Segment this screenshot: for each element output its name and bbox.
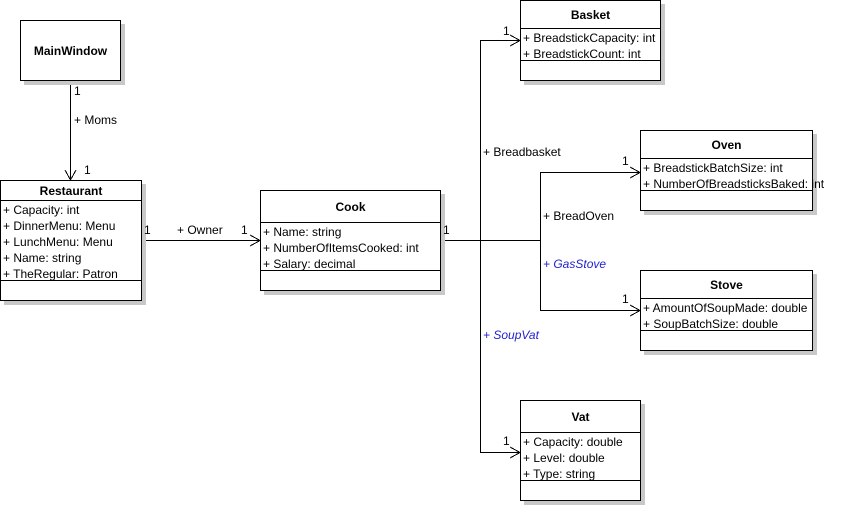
- breadbasket-target-multiplicity: 1: [503, 24, 510, 38]
- owner-target-multiplicity: 1: [241, 223, 248, 237]
- attribute: + Salary: decimal: [263, 257, 356, 271]
- class-basket[interactable]: Basket + BreadstickCapacity: int + Bread…: [520, 0, 661, 81]
- owner-source-multiplicity: 1: [144, 223, 151, 237]
- attribute: + Name: string: [3, 251, 82, 265]
- moms-role-label[interactable]: + Moms: [74, 113, 118, 127]
- class-name: Stove: [641, 271, 812, 299]
- attribute: + NumberOfBreadsticksBaked: int: [643, 177, 825, 191]
- gasstove-target-multiplicity: 1: [622, 292, 629, 306]
- moms-target-multiplicity: 1: [84, 163, 91, 177]
- class-cook[interactable]: Cook + Name: string + NumberOfItemsCooke…: [260, 190, 441, 291]
- attribute-compartment: + Name: string + NumberOfItemsCooked: in…: [261, 223, 440, 271]
- class-name: Basket: [521, 1, 660, 29]
- attribute: + BreadstickBatchSize: int: [643, 161, 783, 175]
- attribute: + NumberOfItemsCooked: int: [263, 241, 419, 255]
- attribute-compartment: + BreadstickCapacity: int + BreadstickCo…: [521, 29, 660, 61]
- soupvat-role-label[interactable]: + SoupVat: [483, 328, 539, 342]
- class-name: Vat: [521, 401, 640, 433]
- attribute: + AmountOfSoupMade: double: [643, 301, 808, 315]
- attribute: + BreadstickCount: int: [523, 47, 641, 61]
- moms-source-multiplicity: 1: [74, 84, 81, 98]
- attribute: + Capacity: double: [523, 435, 623, 449]
- attribute: + TheRegular: Patron: [3, 267, 118, 281]
- attribute-compartment: + AmountOfSoupMade: double + SoupBatchSi…: [641, 299, 812, 331]
- soupvat-target-multiplicity: 1: [503, 434, 510, 448]
- attribute: + Name: string: [263, 225, 342, 239]
- attribute: + DinnerMenu: Menu: [3, 219, 116, 233]
- class-stove[interactable]: Stove + AmountOfSoupMade: double + SoupB…: [640, 270, 813, 351]
- class-name: Restaurant: [1, 181, 141, 201]
- cook-source-multiplicity: 1: [443, 223, 450, 237]
- class-restaurant[interactable]: Restaurant + Capacity: int + DinnerMenu:…: [0, 180, 142, 301]
- class-name: MainWindow: [33, 43, 108, 58]
- breadoven-target-multiplicity: 1: [622, 154, 629, 168]
- attribute: + Level: double: [523, 451, 605, 465]
- attribute: + Type: string: [523, 467, 596, 481]
- breadbasket-role-label[interactable]: + Breadbasket: [483, 145, 561, 159]
- attribute-compartment: + BreadstickBatchSize: int + NumberOfBre…: [641, 159, 825, 191]
- class-mainwindow[interactable]: MainWindow: [20, 20, 121, 81]
- attribute: + SoupBatchSize: double: [643, 317, 779, 331]
- gasstove-role-label[interactable]: + GasStove: [543, 257, 607, 271]
- owner-role-label[interactable]: + Owner: [177, 223, 223, 237]
- class-name: Cook: [261, 191, 440, 223]
- attribute-compartment: + Capacity: double + Level: double + Typ…: [521, 433, 640, 481]
- attribute-compartment: + Capacity: int + DinnerMenu: Menu + Lun…: [1, 201, 141, 281]
- attribute: + Capacity: int: [3, 203, 80, 217]
- class-vat[interactable]: Vat + Capacity: double + Level: double +…: [520, 400, 641, 501]
- attribute: + BreadstickCapacity: int: [523, 31, 656, 45]
- class-name: Oven: [641, 131, 812, 159]
- class-oven[interactable]: Oven + BreadstickBatchSize: int + Number…: [640, 130, 825, 211]
- attribute: + LunchMenu: Menu: [3, 235, 113, 249]
- breadoven-role-label[interactable]: + BreadOven: [543, 209, 615, 223]
